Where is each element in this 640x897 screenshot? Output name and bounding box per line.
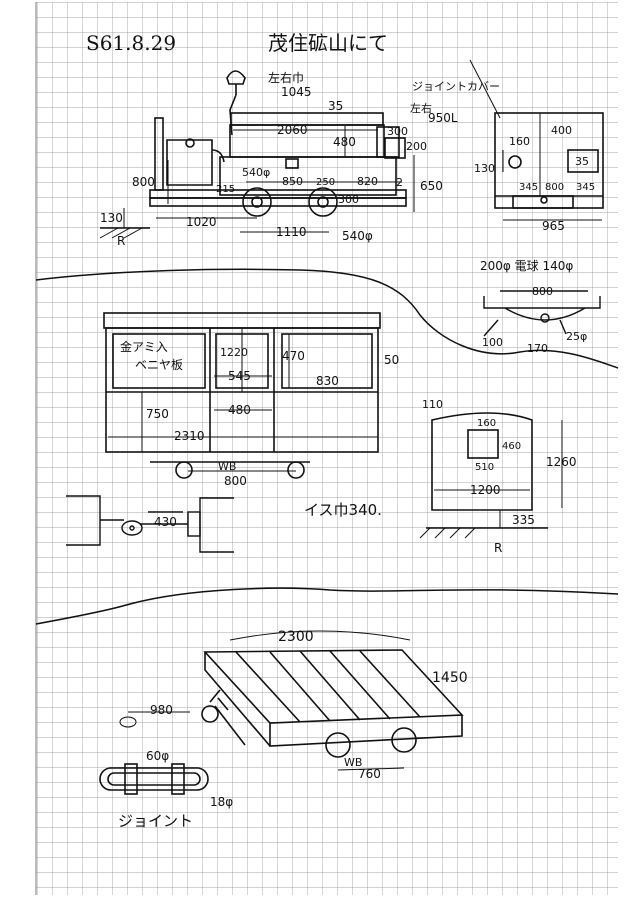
headlamp-dim-25: 25φ bbox=[566, 330, 587, 343]
loco-dim-35: 35 bbox=[328, 99, 343, 113]
loco-dim-650: 650 bbox=[420, 179, 443, 193]
loco-dim-300-lower: 300 bbox=[338, 193, 359, 206]
loco-dim-2060: 2060 bbox=[277, 123, 308, 137]
car-dim-750: 750 bbox=[146, 407, 169, 421]
car-wb-label: WB bbox=[218, 460, 236, 473]
car-dim-480: 480 bbox=[228, 403, 251, 417]
locomotive-side-view bbox=[100, 70, 407, 229]
car-wb-value: 800 bbox=[224, 474, 247, 488]
locomotive-end-view bbox=[494, 112, 604, 209]
seat-width-note: イス巾340. bbox=[304, 501, 382, 519]
loco-end-dim-345-left: 345 bbox=[519, 182, 538, 193]
loco-end-dim-35: 35 bbox=[575, 155, 589, 168]
headlamp-dim-100: 100 bbox=[482, 336, 503, 349]
window-label-mesh: 金アミ入 bbox=[120, 339, 168, 354]
loco-end-width-label: 左右 bbox=[410, 101, 432, 115]
loco-dim-540-lower: 540φ bbox=[342, 229, 373, 243]
headlamp-detail bbox=[483, 290, 601, 337]
sketch-date: S61.8.29 bbox=[86, 31, 176, 55]
passenger-car-dimension-lines bbox=[108, 328, 378, 472]
loco-dim-2: 2 bbox=[396, 176, 403, 189]
car-end-dim-510: 510 bbox=[475, 462, 494, 473]
flatcar-labels: 2300 1450 980 WB 760 bbox=[150, 629, 468, 781]
flatcar-dim-2300: 2300 bbox=[278, 629, 314, 645]
flatcar-dimension-lines bbox=[119, 630, 411, 771]
car-dim-2310: 2310 bbox=[174, 429, 205, 443]
headlamp-dim-170: 170 bbox=[527, 342, 548, 355]
loco-dim-130: 130 bbox=[100, 211, 123, 225]
loco-dim-215: 215 bbox=[216, 184, 235, 195]
loco-end-dim-965: 965 bbox=[542, 219, 565, 233]
passenger-car-labels: 金アミ入 ベニヤ板 1220 470 50 545 830 750 480 23… bbox=[120, 339, 399, 488]
loco-dim-250: 250 bbox=[316, 177, 335, 188]
graph-paper-grid bbox=[36, 2, 618, 895]
section-separator-upper bbox=[35, 268, 619, 369]
loco-dim-480: 480 bbox=[333, 135, 356, 149]
section-separator-lower bbox=[35, 587, 619, 625]
loco-dim-540-upper: 540φ bbox=[242, 166, 270, 179]
passenger-car-end-labels: 110 160 460 510 1260 1200 335 R bbox=[422, 398, 577, 555]
locomotive-end-dimension-lines bbox=[469, 59, 602, 221]
car-end-dim-335: 335 bbox=[512, 513, 535, 527]
car-dim-545: 545 bbox=[228, 369, 251, 383]
flatcar-wb-value: 760 bbox=[358, 767, 381, 781]
car-end-dim-160: 160 bbox=[477, 418, 496, 429]
car-dim-50: 50 bbox=[384, 353, 399, 367]
passenger-car-side-view bbox=[103, 312, 381, 479]
passenger-car-end-view bbox=[426, 412, 548, 529]
car-dim-830: 830 bbox=[316, 374, 339, 388]
locomotive-end-labels: ジョイントカバー 左右 950L 400 160 130 35 345 800 … bbox=[410, 80, 595, 233]
coupler-detail bbox=[66, 495, 234, 553]
loco-dim-820: 820 bbox=[357, 175, 378, 188]
joint-cover-label: ジョイントカバー bbox=[412, 80, 500, 93]
locomotive-dimension-labels: 左右巾 1045 35 2060 480 300 200 800 540φ 21… bbox=[100, 70, 443, 248]
sketch-location: 茂住砿山にて bbox=[268, 31, 388, 55]
loco-end-dim-400: 400 bbox=[551, 124, 572, 137]
window-label-plywood: ベニヤ板 bbox=[135, 358, 183, 372]
joint-detail bbox=[99, 763, 209, 795]
joint-label: ジョイント bbox=[118, 812, 193, 830]
car-end-dim-460: 460 bbox=[502, 441, 521, 452]
passenger-car-end-dimension-lines bbox=[419, 420, 563, 539]
car-dim-470: 470 bbox=[282, 349, 305, 363]
joint-dim-60: 60φ bbox=[146, 749, 169, 763]
flatcar-dim-980: 980 bbox=[150, 703, 173, 717]
loco-end-dim-160: 160 bbox=[509, 135, 530, 148]
loco-end-dim-130: 130 bbox=[474, 162, 495, 175]
loco-width-label: 左右巾 bbox=[268, 70, 304, 85]
loco-end-dim-345-right: 345 bbox=[576, 182, 595, 193]
loco-dim-300: 300 bbox=[387, 125, 408, 138]
headlamp-labels: 200φ 電球 140φ 800 100 170 25φ bbox=[480, 259, 587, 355]
loco-end-dim-800: 800 bbox=[545, 182, 564, 193]
car-end-dim-1200: 1200 bbox=[470, 483, 501, 497]
loco-dim-200: 200 bbox=[406, 140, 427, 153]
loco-dim-1110: 1110 bbox=[276, 225, 307, 239]
loco-dim-1020: 1020 bbox=[186, 215, 217, 229]
headlamp-bulb-label: 200φ 電球 140φ bbox=[480, 259, 573, 273]
loco-rail-label: R bbox=[117, 234, 125, 248]
car-end-dim-1260: 1260 bbox=[546, 455, 577, 469]
loco-dim-850: 850 bbox=[282, 175, 303, 188]
loco-width-value: 1045 bbox=[281, 85, 312, 99]
joint-dim-18: 18φ bbox=[210, 795, 233, 809]
loco-dim-800: 800 bbox=[132, 175, 155, 189]
headlamp-dim-800: 800 bbox=[532, 285, 553, 298]
flatcar-view bbox=[201, 649, 464, 758]
car-dim-1220: 1220 bbox=[220, 346, 248, 359]
loco-end-width-value: 950L bbox=[428, 111, 458, 125]
car-end-dim-110: 110 bbox=[422, 398, 443, 411]
flatcar-dim-1450: 1450 bbox=[432, 670, 468, 686]
joint-labels: 60φ 18φ ジョイント bbox=[118, 749, 233, 830]
coupler-dim-430: 430 bbox=[154, 515, 177, 529]
car-end-rail-label: R bbox=[494, 541, 502, 555]
flatcar-wb-label: WB bbox=[344, 756, 362, 769]
locomotive-dimension-lines bbox=[99, 126, 415, 239]
